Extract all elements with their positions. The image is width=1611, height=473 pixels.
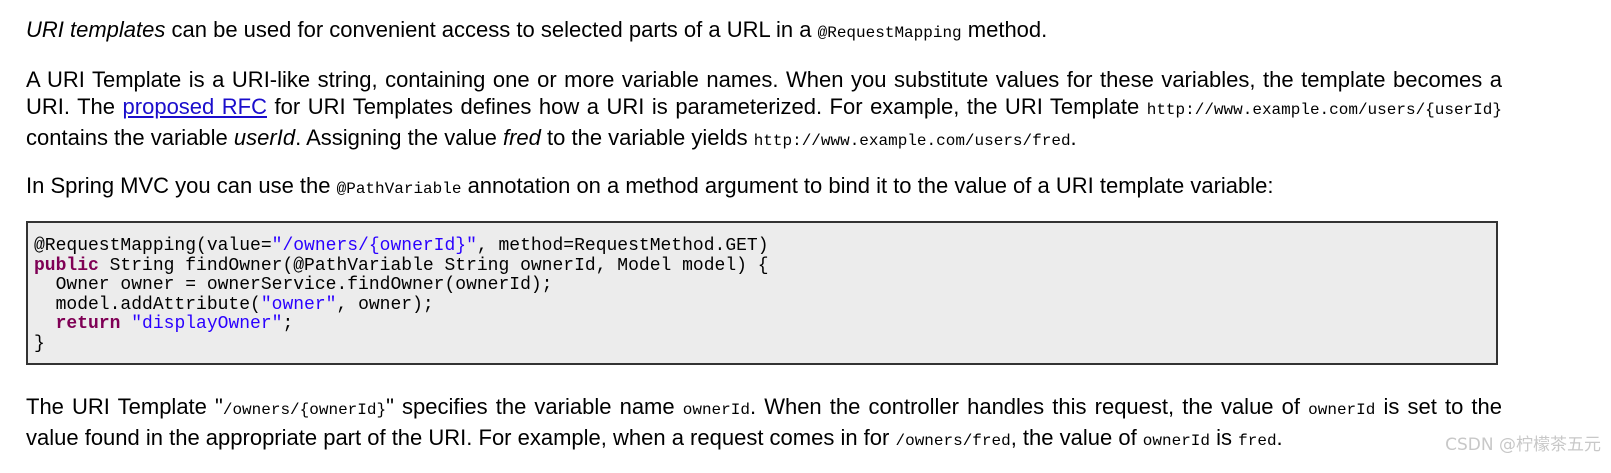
text: contains the variable xyxy=(26,125,234,150)
inline-code-requestmapping: @RequestMapping xyxy=(817,24,962,42)
code-line-5: return "displayOwner"; xyxy=(34,314,294,334)
inline-code-template-url: http://www.example.com/users/{userId} xyxy=(1146,101,1502,119)
code-string: "/owners/{ownerId}" xyxy=(271,236,477,256)
proposed-rfc-link[interactable]: proposed RFC xyxy=(122,94,267,119)
text: to the variable yields xyxy=(540,125,754,150)
code-line-3: Owner owner = ownerService.findOwner(own… xyxy=(34,275,553,295)
text: is set to the value found in the appropr… xyxy=(26,394,1503,450)
inline-code-owners-template: /owners/{ownerId} xyxy=(222,401,387,419)
inline-code-ownerid: ownerId xyxy=(1308,401,1376,419)
code-string: "displayOwner" xyxy=(131,314,283,334)
inline-code-resolved-url: http://www.example.com/users/fred xyxy=(753,132,1071,150)
code-text: , owner); xyxy=(336,294,434,315)
inline-code-ownerid: ownerId xyxy=(1142,432,1211,450)
code-text xyxy=(120,314,131,334)
code-string: "owner" xyxy=(260,294,337,315)
text: for URI Templates defines how a URI is p… xyxy=(267,94,1147,119)
code-text: ; xyxy=(282,314,294,334)
code-text: , method=RequestMethod.GET) xyxy=(476,236,769,256)
code-line-1: @RequestMapping(value="/owners/{ownerId}… xyxy=(34,236,769,256)
text: method. xyxy=(961,17,1048,42)
code-text: model.addAttribute( xyxy=(34,294,261,315)
inline-code-fred: fred xyxy=(1238,432,1277,450)
inline-code-pathvariable: @PathVariable xyxy=(336,180,462,198)
text: A URI Template is a URI-like string, con… xyxy=(26,67,1502,119)
paragraph-pathvariable: In Spring MVC you can use the @PathVaria… xyxy=(26,172,1502,203)
text: . When the controller handles this reque… xyxy=(749,394,1309,419)
code-listing: @RequestMapping(value="/owners/{ownerId}… xyxy=(28,223,1496,354)
emphasis-uri-templates: URI templates xyxy=(26,17,166,42)
paragraph-uri-template-definition: A URI Template is a URI-like string, con… xyxy=(26,66,1502,155)
inline-code-owners-fred: /owners/fred xyxy=(895,432,1011,450)
emphasis-fred: fred xyxy=(502,125,541,150)
code-block: @RequestMapping(value="/owners/{ownerId}… xyxy=(26,221,1498,365)
code-text: @RequestMapping(value= xyxy=(34,236,272,256)
emphasis-userid: userId xyxy=(233,125,296,150)
text: In Spring MVC you can use the xyxy=(26,173,337,198)
code-line-6: } xyxy=(34,333,45,354)
inline-code-ownerid: ownerId xyxy=(682,401,750,419)
text: can be used for convenient access to sel… xyxy=(165,17,818,42)
paragraph-uri-template-explanation: The URI Template "/owners/{ownerId}" spe… xyxy=(26,393,1502,455)
code-keyword: return xyxy=(55,314,121,334)
code-line-4: model.addAttribute("owner", owner); xyxy=(34,295,434,315)
text: . xyxy=(1276,425,1283,450)
text: , the value of xyxy=(1010,425,1143,450)
code-text: String findOwner(@PathVariable String ow… xyxy=(98,255,769,276)
text: . xyxy=(1070,125,1077,150)
code-keyword: public xyxy=(34,255,99,276)
text: annotation on a method argument to bind … xyxy=(461,173,1274,198)
csdn-watermark: CSDN @柠檬茶五元 xyxy=(1445,435,1601,455)
text: . Assigning the value xyxy=(295,125,503,150)
paragraph-uri-templates-intro: URI templates can be used for convenient… xyxy=(26,16,1502,47)
text: is xyxy=(1210,425,1239,450)
text: " specifies the variable name xyxy=(386,394,683,419)
code-text xyxy=(34,314,56,334)
text: The URI Template " xyxy=(26,394,223,419)
code-line-2: public String findOwner(@PathVariable St… xyxy=(34,256,769,276)
